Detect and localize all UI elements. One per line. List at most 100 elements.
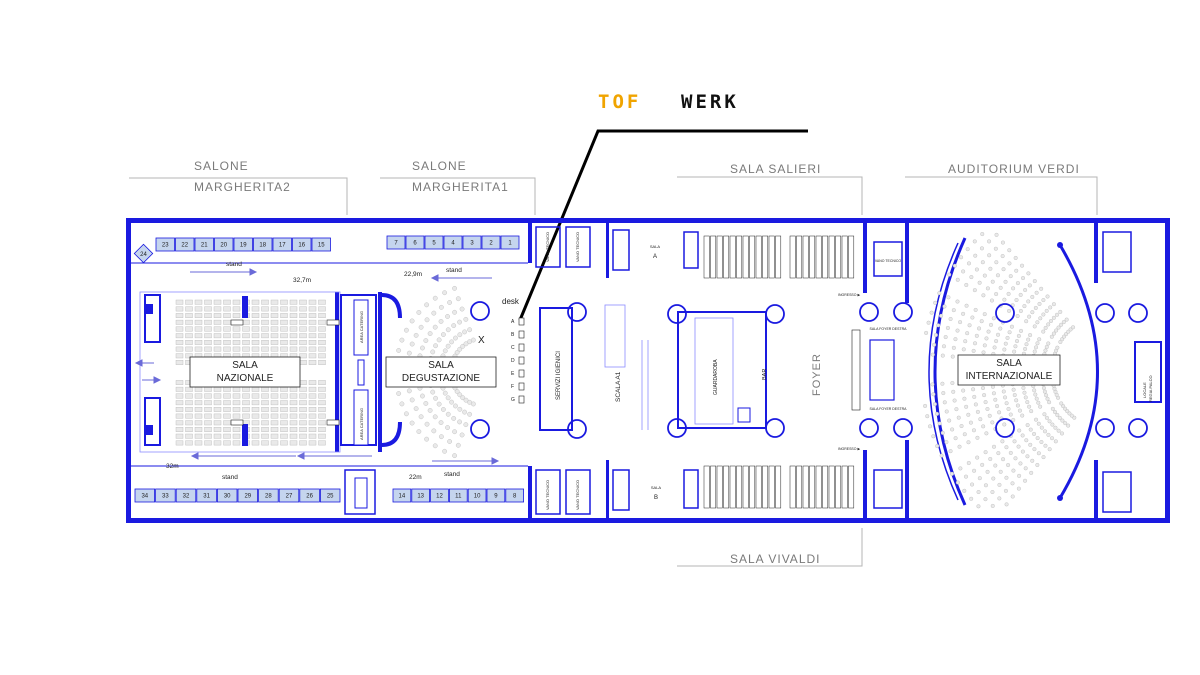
sala-a-label-1: SALA (650, 244, 661, 249)
bracket-salieri (677, 176, 863, 215)
stand-number: 31 (203, 494, 210, 500)
stand-box: 21 (194, 237, 214, 252)
area-catering: AREA CATERING AREA CATERING (340, 294, 377, 446)
header-salone2-line1: SALONE (194, 159, 249, 173)
stand-number: 28 (265, 494, 272, 500)
stand-box: 9 (486, 488, 506, 503)
stand-number: 3 (470, 241, 474, 247)
desk-letter: F (511, 384, 514, 390)
header-salone1-line1: SALONE (412, 159, 467, 173)
bottom-rooms: VANO TECNICO VANO TECNICO SALA B INGRESS… (535, 447, 903, 515)
stand-box: 34 (134, 488, 156, 503)
ingresso-top: INGRESSO ▶ (838, 293, 861, 297)
pointer-line (518, 129, 808, 321)
stand-box: 1 (500, 235, 520, 250)
stand-number: 11 (455, 494, 462, 500)
area-catering-top-label: AREA CATERING (359, 311, 364, 343)
stand-number: 12 (436, 494, 443, 500)
stand-box: 8 (505, 488, 524, 503)
header-salieri: SALA SALIERI (730, 162, 821, 176)
dim-top-right: 22,9m (404, 271, 422, 278)
stand-box: 6 (405, 235, 425, 250)
bracket-salone1 (380, 177, 536, 215)
desk-letter: D (511, 358, 515, 364)
stand-box: 12 (430, 488, 449, 503)
stand-number: 23 (162, 243, 169, 249)
stand-box: 15 (311, 237, 331, 252)
stand-24: 24 (133, 243, 154, 264)
corner-rooms (344, 469, 376, 515)
stand-box: 4 (443, 235, 463, 250)
stand-box: 19 (233, 237, 253, 252)
sala-internazionale-label-2: INTERNAZIONALE (966, 371, 1053, 382)
desk-slot (518, 317, 525, 326)
sala-degustazione-label-2: DEGUSTAZIONE (402, 373, 480, 384)
desk-slot (518, 343, 525, 352)
header-verdi: AUDITORIUM VERDI (948, 162, 1080, 176)
header-vivaldi: SALA VIVALDI (730, 552, 821, 566)
stand-number: 10 (474, 494, 481, 500)
guardaroba-label: GUARDAROBA (713, 359, 719, 395)
ingresso-bottom: INGRESSO ▶ (838, 447, 861, 451)
stand-number: 21 (201, 243, 208, 249)
stand-number: 22 (181, 243, 188, 249)
salieri-stairs (703, 235, 855, 279)
stand-box: 20 (214, 237, 234, 252)
stand-box: 26 (299, 488, 320, 503)
stand-labels: stand stand stand stand 32,7m 22,9m 32m … (166, 261, 462, 481)
stand-label-bottom-left: stand (222, 474, 238, 481)
sala-nazionale-area: SALA NAZIONALE (139, 291, 341, 453)
stand-number: 29 (244, 494, 251, 500)
sala-internazionale-label-1: SALA (996, 358, 1022, 369)
stand-box: 27 (278, 488, 300, 503)
auditorium-verdi: LOCALE REGIA PALCO SALA INTERNAZIONALE (923, 231, 1162, 513)
header-salone2-line2: MARGHERITA2 (194, 180, 291, 194)
locale-label: LOCALE (1142, 382, 1147, 398)
stand-number: 7 (394, 241, 398, 247)
stand-box: 7 (386, 235, 406, 250)
stand-number: 15 (318, 243, 325, 249)
logo-werk: WERK (681, 91, 739, 113)
stand-box: 22 (175, 237, 195, 252)
stand-number: 25 (327, 494, 334, 500)
stand-box: 2 (481, 235, 501, 250)
sala-a-label-2: A (653, 254, 657, 260)
stand-box: 29 (237, 488, 259, 503)
stand-number: 20 (220, 243, 227, 249)
vano-tecnico-1: VANO TECNICO (545, 232, 550, 262)
desk-letter: C (511, 345, 515, 351)
stand-box: 32 (175, 488, 197, 503)
stand-number: 30 (224, 494, 231, 500)
desk-slot (518, 395, 525, 404)
stand-box: 14 (392, 488, 412, 503)
sala-b-label-1: SALA (651, 485, 662, 490)
desk-slot (518, 369, 525, 378)
stand-number: 16 (298, 243, 305, 249)
foyer-label: FOYER (811, 353, 823, 396)
stand-box: 33 (155, 488, 176, 503)
area-catering-bottom-label: AREA CATERING (359, 408, 364, 440)
stand-number: 6 (413, 241, 417, 247)
desk-letter: B (511, 332, 515, 338)
dim-bottom-left: 32m (166, 463, 179, 470)
header-salone1-line2: MARGHERITA1 (412, 180, 509, 194)
sala-nazionale-label-1: SALA (232, 360, 258, 371)
stand-24-label: 24 (140, 252, 147, 258)
stand-number: 27 (286, 494, 293, 500)
stand-label-top-left: stand (226, 261, 242, 268)
stand-number: 26 (306, 494, 313, 500)
foyer-side: SALA FOYER DESTRA SALA FOYER DESTRA (851, 302, 913, 438)
stand-box: 13 (411, 488, 430, 503)
tofwerk-logo: TOF WERK (598, 91, 739, 113)
stand-box: 5 (424, 235, 444, 250)
stand-label-bottom-right: stand (444, 471, 460, 478)
stand-box: 31 (196, 488, 217, 503)
bar-label: BAR (762, 369, 768, 380)
x-marker: X (478, 335, 485, 346)
top-rooms: VANO TECNICO VANO TECNICO SALA A VANO TE… (535, 226, 903, 297)
stand-box: 30 (216, 488, 238, 503)
vano-tecnico-5: VANO TECNICO (575, 480, 580, 510)
desk-letter: G (511, 397, 515, 403)
desk-letter: E (511, 371, 515, 377)
